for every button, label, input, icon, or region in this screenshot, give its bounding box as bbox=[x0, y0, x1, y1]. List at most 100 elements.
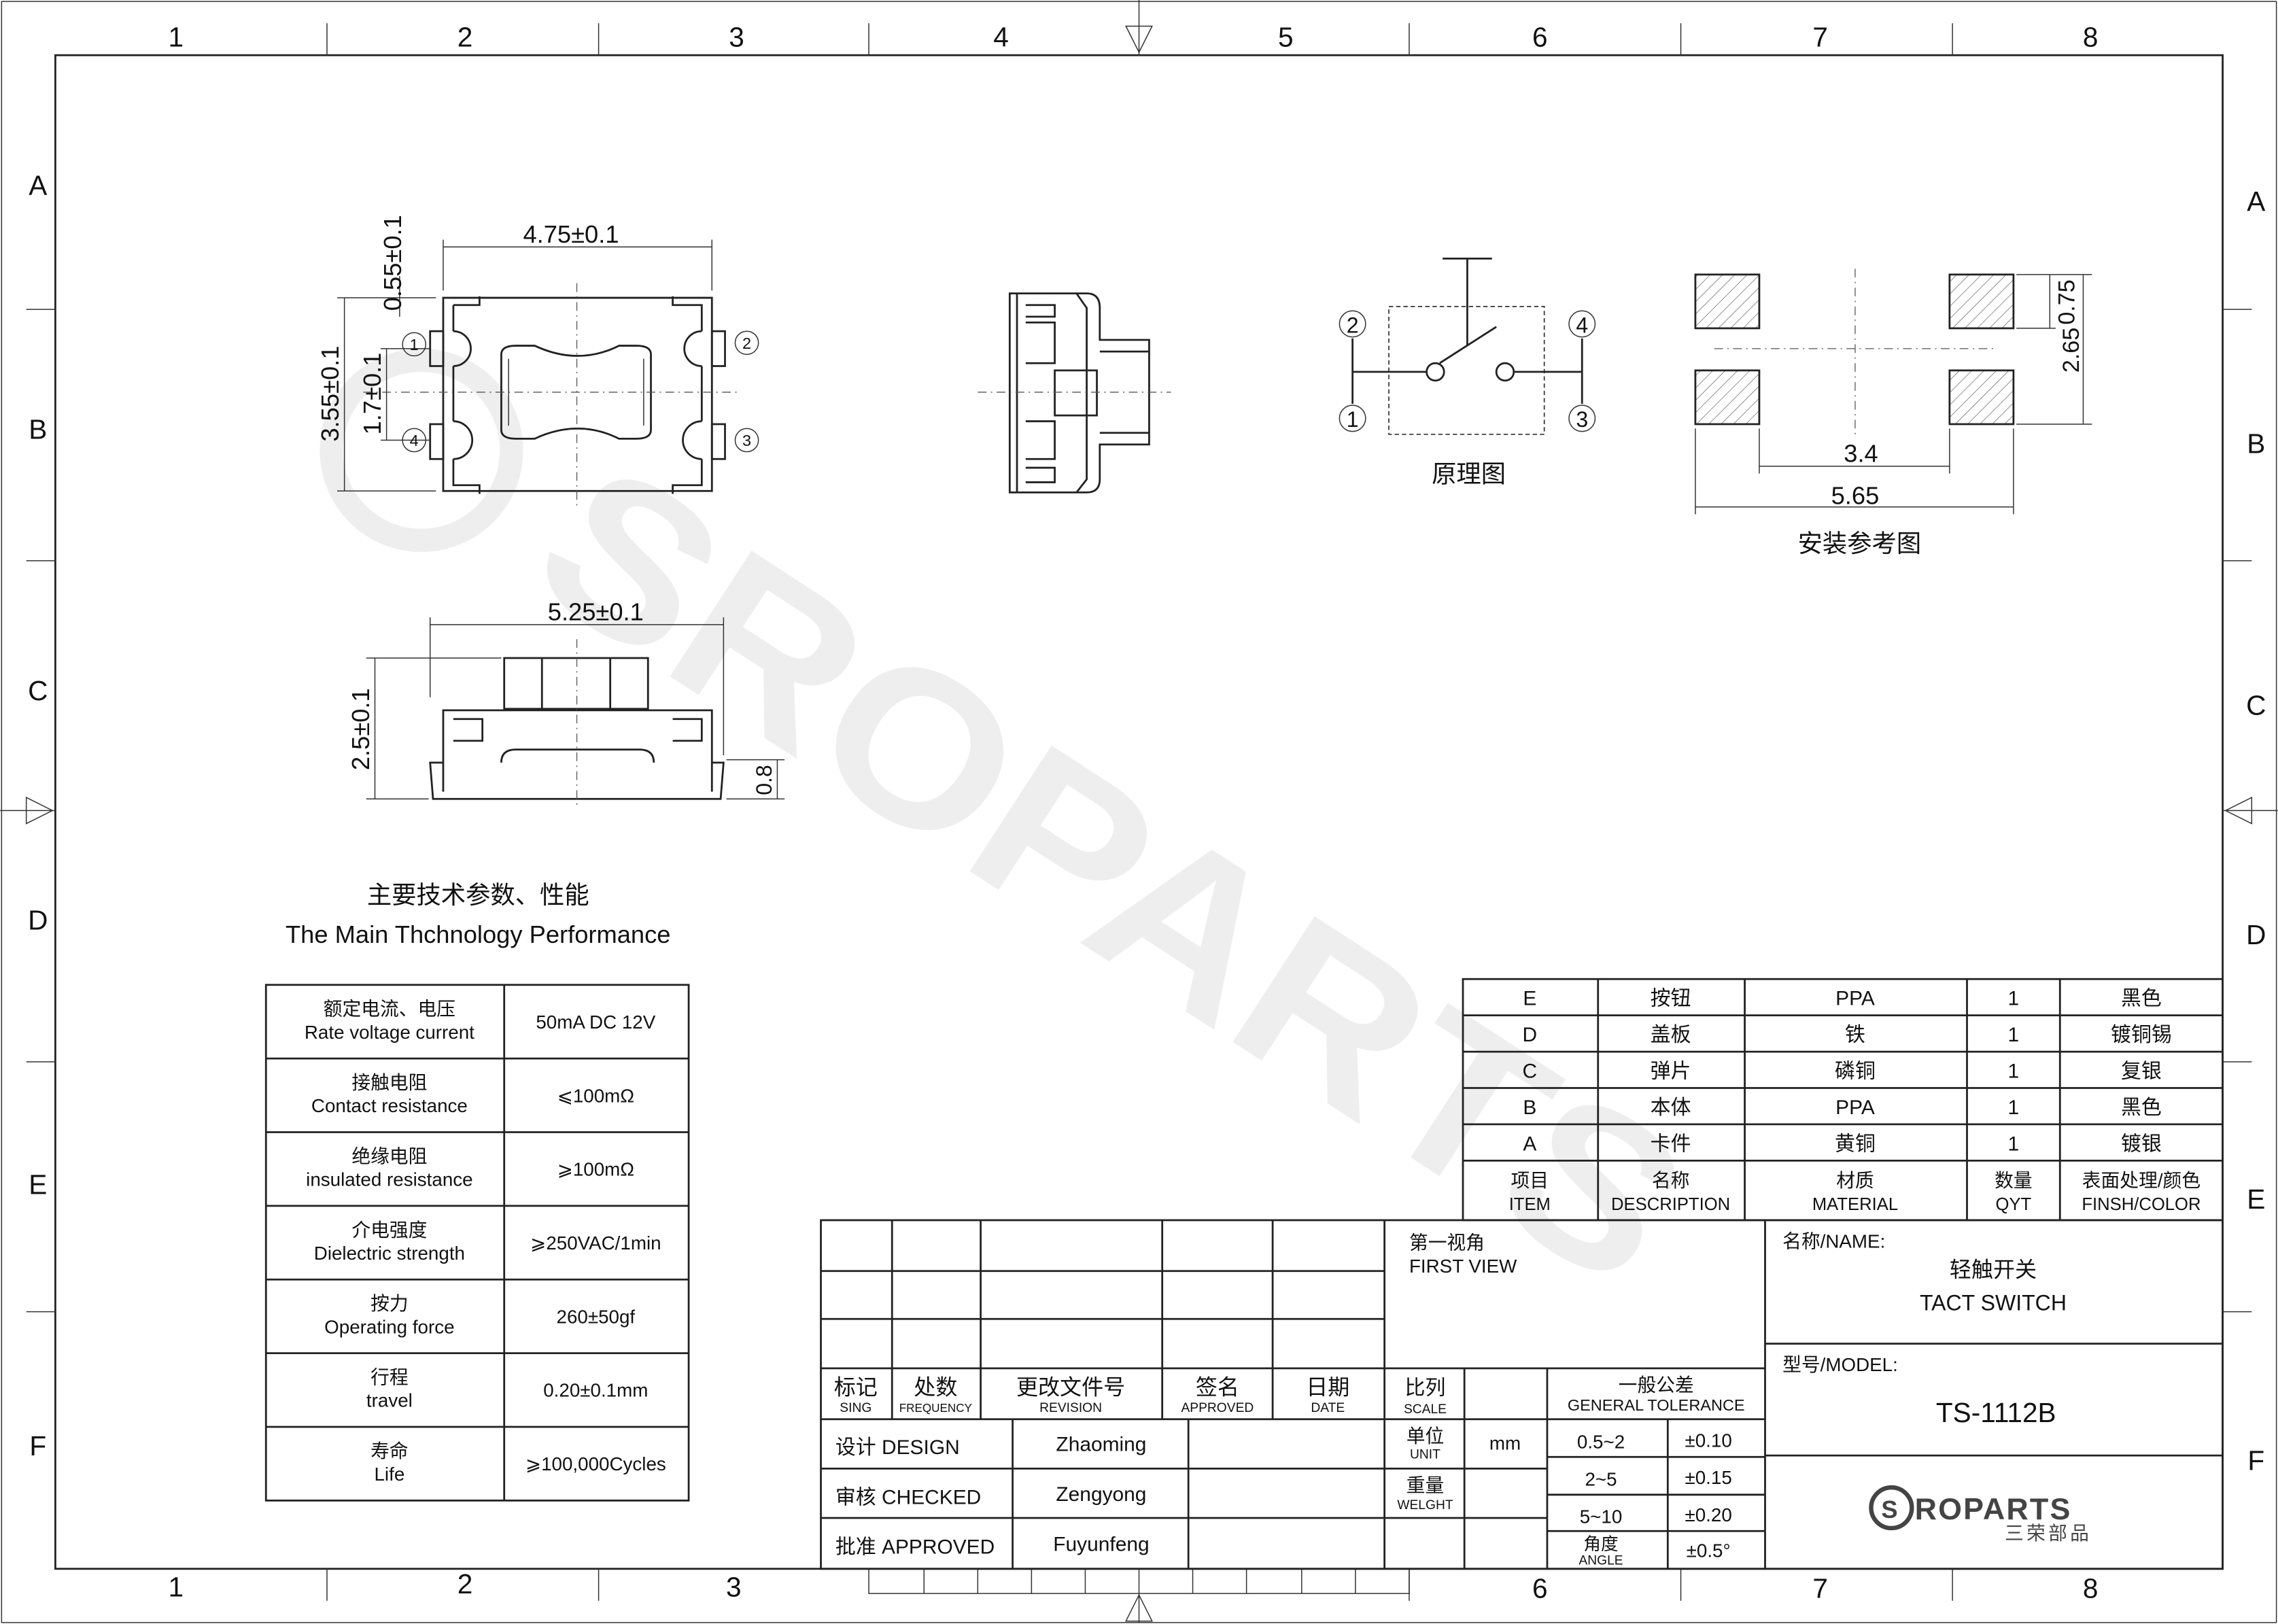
top-view: 4.75±0.1 0.55±0.1 3.55±0.1 1.7±0.1 1 4 2… bbox=[316, 215, 759, 508]
revision-header-cn: 处数 bbox=[914, 1375, 957, 1399]
spec-label-cn: 额定电流、电压 bbox=[324, 999, 455, 1020]
spec-label-cn: 行程 bbox=[370, 1367, 409, 1388]
revision-header-en: FREQUENCY bbox=[899, 1402, 973, 1415]
revision-header-en: DATE bbox=[1311, 1401, 1345, 1415]
parts-cell: 1 bbox=[2008, 1133, 2020, 1155]
parts-cell: 铁 bbox=[1845, 1024, 1865, 1046]
row-label: D bbox=[2246, 919, 2266, 950]
row-label: B bbox=[29, 413, 47, 445]
parts-cell: 磷铜 bbox=[1835, 1060, 1876, 1083]
tolerance-en: GENERAL TOLERANCE bbox=[1568, 1396, 1745, 1414]
spec-value: ⩾100mΩ bbox=[557, 1159, 634, 1180]
parts-cell: 盖板 bbox=[1651, 1024, 1691, 1046]
col-label: 5 bbox=[1278, 21, 1294, 52]
parts-header-en: ITEM bbox=[1509, 1195, 1551, 1214]
revision-header-en: SING bbox=[840, 1401, 871, 1415]
spec-value: 260±50gf bbox=[557, 1306, 636, 1327]
parts-cell: 卡件 bbox=[1651, 1133, 1691, 1155]
row-label: E bbox=[2247, 1184, 2265, 1215]
spec-label-cn: 寿命 bbox=[370, 1440, 409, 1462]
col-label: 1 bbox=[168, 1571, 184, 1602]
dim-top-offset: 0.55±0.1 bbox=[379, 215, 407, 311]
angle-cn: 角度 bbox=[1583, 1534, 1618, 1554]
dim-pad-total: 5.65 bbox=[1831, 481, 1880, 509]
row-label: A bbox=[2247, 186, 2265, 217]
title-block: 第一视角 FIRST VIEW 比列 SCALE 一般公差 GENERAL TO… bbox=[820, 1219, 2224, 1570]
parts-header-en: FINSH/COLOR bbox=[2082, 1195, 2201, 1214]
col-label: 8 bbox=[2083, 1573, 2099, 1604]
parts-cell: 镀铜锡 bbox=[2111, 1024, 2172, 1046]
logo-text: ROPARTS bbox=[1915, 1491, 2072, 1526]
spec-label-cn: 绝缘电阻 bbox=[351, 1145, 427, 1167]
dim-height: 3.55±0.1 bbox=[316, 346, 344, 442]
col-label: 6 bbox=[1532, 21, 1548, 52]
revision-header-cn: 更改文件号 bbox=[1016, 1375, 1125, 1399]
spec-value: 50mA DC 12V bbox=[536, 1012, 655, 1033]
first-view-en: FIRST VIEW bbox=[1409, 1256, 1517, 1277]
unit-en: UNIT bbox=[1410, 1447, 1440, 1462]
parts-header-cn: 名称 bbox=[1652, 1170, 1690, 1191]
tolerance-range: 5~10 bbox=[1580, 1506, 1623, 1527]
parts-cell: 1 bbox=[2008, 988, 2020, 1010]
tolerance-range: 0.5~2 bbox=[1577, 1431, 1625, 1452]
parts-cell: PPA bbox=[1835, 988, 1875, 1010]
row-label: F bbox=[29, 1430, 46, 1462]
parts-cell: E bbox=[1523, 988, 1536, 1010]
parts-cell: 黄铜 bbox=[1835, 1133, 1876, 1155]
dim-side-height: 2.5±0.1 bbox=[347, 688, 375, 770]
revision-header-cn: 日期 bbox=[1306, 1375, 1349, 1399]
col-label: 4 bbox=[993, 21, 1009, 52]
row-label: B bbox=[2247, 428, 2265, 460]
spec-label-en: Operating force bbox=[324, 1316, 454, 1337]
col-label: 3 bbox=[729, 21, 744, 52]
tolerance-value: ±0.10 bbox=[1685, 1430, 1732, 1451]
scale-en: SCALE bbox=[1404, 1402, 1447, 1417]
parts-cell: C bbox=[1523, 1060, 1538, 1083]
spec-value: ⩾100,000Cycles bbox=[525, 1453, 666, 1474]
tolerance-value: ±0.20 bbox=[1685, 1504, 1732, 1525]
row-label: A bbox=[29, 169, 47, 201]
company-logo: S ROPARTS 三荣部品 bbox=[1869, 1485, 2089, 1544]
pin-label: 2 bbox=[1347, 313, 1359, 337]
first-view-cn: 第一视角 bbox=[1409, 1232, 1485, 1254]
parts-cell: B bbox=[1523, 1096, 1536, 1119]
spec-label-en: Contact resistance bbox=[311, 1095, 468, 1116]
model-number: TS-1112B bbox=[1936, 1397, 2056, 1428]
spec-value: ⩾250VAC/1min bbox=[530, 1232, 661, 1254]
spec-value: ⩽100mΩ bbox=[557, 1085, 634, 1106]
schematic-label: 原理图 bbox=[1432, 460, 1506, 487]
parts-cell: 1 bbox=[2008, 1024, 2020, 1046]
dim-pin-pitch: 1.7±0.1 bbox=[358, 353, 386, 435]
pin-label: 3 bbox=[1576, 407, 1588, 432]
row-label: D bbox=[28, 905, 48, 936]
spec-label-en: Dielectric strength bbox=[314, 1243, 465, 1264]
signoff-name: Fuyunfeng bbox=[1053, 1533, 1149, 1555]
tolerance-cn: 一般公差 bbox=[1619, 1375, 1694, 1396]
pin-label: 2 bbox=[742, 334, 751, 352]
name-cn: 轻触开关 bbox=[1950, 1257, 2037, 1281]
parts-cell: 镀银 bbox=[2121, 1133, 2162, 1155]
parts-header-cn: 表面处理/颜色 bbox=[2082, 1170, 2201, 1191]
signoff-name: Zhaoming bbox=[1056, 1434, 1146, 1456]
tolerance-range: 2~5 bbox=[1585, 1468, 1617, 1489]
angle-tol: ±0.5° bbox=[1687, 1540, 1731, 1561]
col-label: 2 bbox=[458, 21, 473, 52]
dim-pad-pitch: 2.65 bbox=[2058, 328, 2084, 373]
col-label: 8 bbox=[2083, 21, 2099, 52]
parts-cell: 1 bbox=[2008, 1060, 2020, 1083]
side-view: 5.25±0.1 2.5±0.1 0.8 bbox=[347, 598, 785, 806]
col-label: 7 bbox=[1812, 1573, 1828, 1604]
parts-header-cn: 数量 bbox=[1995, 1170, 2033, 1191]
dim-pad-gap: 3.4 bbox=[1844, 440, 1878, 468]
signoff-role: 设计 DESIGN bbox=[835, 1436, 960, 1459]
parts-cell: 黑色 bbox=[2121, 988, 2162, 1010]
revision-header-cn: 标记 bbox=[834, 1375, 878, 1399]
col-label: 1 bbox=[168, 21, 184, 52]
parts-cell: A bbox=[1523, 1133, 1536, 1155]
row-label: E bbox=[29, 1169, 47, 1200]
parts-header-cn: 材质 bbox=[1836, 1170, 1874, 1191]
specs-title-cn: 主要技术参数、性能 bbox=[367, 881, 589, 909]
col-label: 2 bbox=[458, 1568, 473, 1600]
